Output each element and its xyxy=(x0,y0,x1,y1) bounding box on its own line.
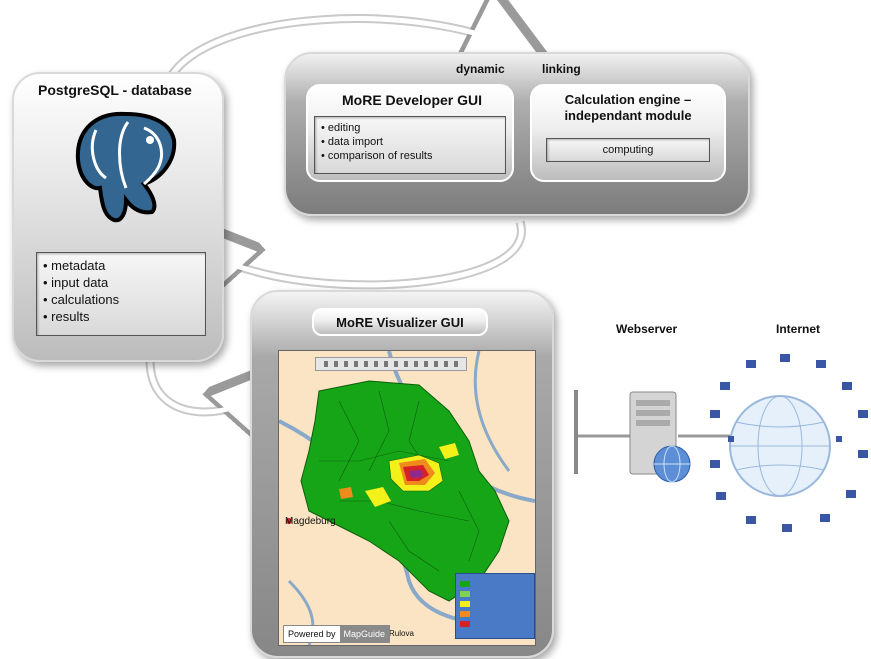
client-computers xyxy=(710,354,868,532)
list-item: • comparison of results xyxy=(321,150,433,162)
postgresql-panel: PostgreSQL - database • metadata • input… xyxy=(12,72,224,362)
postgresql-title: PostgreSQL - database xyxy=(38,82,192,98)
globe-icon-small xyxy=(653,445,691,483)
list-item: • data import xyxy=(321,136,383,148)
list-item: • results xyxy=(43,309,90,324)
calculation-engine-box: Calculation engine – independant module … xyxy=(530,84,726,182)
computing-box: computing xyxy=(546,138,710,162)
developer-gui-list: • editing • data import • comparison of … xyxy=(314,116,506,174)
mapguide-brand: MapGuide xyxy=(339,626,390,642)
internet-label: Internet xyxy=(776,322,821,336)
globe-icon xyxy=(729,395,831,497)
toolbar-icons[interactable] xyxy=(324,361,458,367)
map-toolbar[interactable] xyxy=(315,357,467,371)
visualizer-title-box: MoRE Visualizer GUI xyxy=(312,308,488,336)
visualizer-title: MoRE Visualizer GUI xyxy=(336,315,464,330)
list-item: • input data xyxy=(43,275,109,290)
postgresql-contents-list: • metadata • input data • calculations •… xyxy=(36,252,206,336)
map-canvas xyxy=(279,351,535,645)
list-item: • metadata xyxy=(43,258,106,273)
developer-gui-title: MoRE Developer GUI xyxy=(342,92,483,108)
dynamic-label: dynamic xyxy=(456,62,505,76)
river-label: Rulova xyxy=(389,629,414,638)
calculation-engine-title: Calculation engine – independant module xyxy=(532,92,724,124)
linking-label: linking xyxy=(542,62,581,76)
arc-engine-to-db xyxy=(196,222,526,285)
dynamic-linking-panel: dynamic linking MoRE Developer GUI • edi… xyxy=(284,52,750,216)
webserver-label: Webserver xyxy=(616,322,678,336)
city-label: Magdeburg xyxy=(285,516,336,527)
powered-by-text: Powered by xyxy=(288,629,336,639)
network-graphic xyxy=(574,354,868,532)
developer-gui-box: MoRE Developer GUI • editing • data impo… xyxy=(306,84,514,182)
map-legend xyxy=(455,573,535,639)
list-item: • calculations xyxy=(43,292,120,307)
list-item: • editing xyxy=(321,122,361,134)
calc-title-line2: independant module xyxy=(564,108,692,123)
elephant-icon xyxy=(75,111,177,223)
calc-title-line1: Calculation engine – xyxy=(564,92,692,107)
